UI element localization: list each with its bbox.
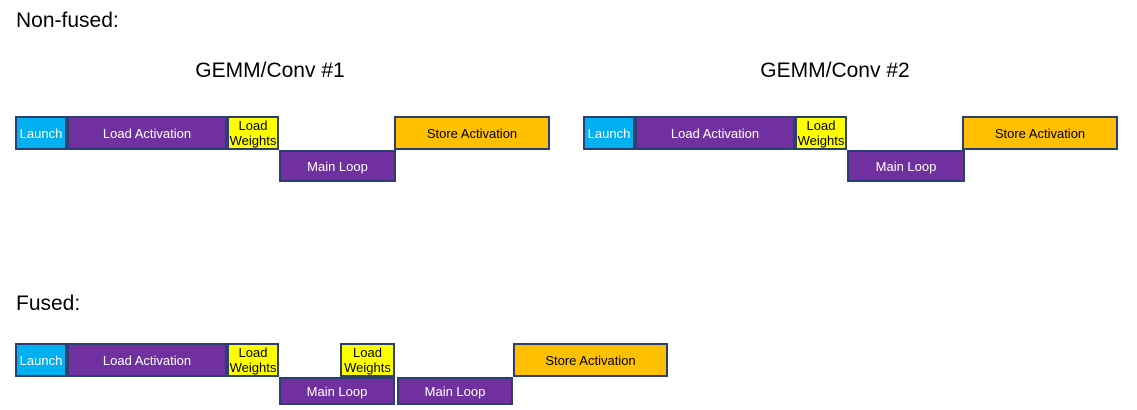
fused-store-activation-block: Store Activation [513, 343, 668, 377]
nonfused1-store-activation-block: Store Activation [394, 116, 550, 150]
fused-main-loop-2-block: Main Loop [397, 377, 513, 405]
nonfused1-main-loop-block: Main Loop [279, 150, 396, 182]
nonfused2-load-activation-block: Load Activation [635, 116, 795, 150]
nonfused2-main-loop-block: Main Loop [847, 150, 965, 182]
fused-load-weights-2-block: Load Weights [340, 343, 395, 377]
gemm-conv-1-title: GEMM/Conv #1 [195, 59, 345, 82]
load-weights-label: Load Weights [797, 118, 845, 148]
nonfused2-load-weights-block: Load Weights [795, 116, 847, 150]
fused-section-label: Fused: [16, 292, 81, 315]
nonfused2-store-activation-block: Store Activation [962, 116, 1118, 150]
fused-load-activation-block: Load Activation [67, 343, 227, 377]
nonfused1-load-activation-block: Load Activation [67, 116, 227, 150]
gemm-conv-2-title: GEMM/Conv #2 [760, 59, 910, 82]
non-fused-section-label: Non-fused: [16, 9, 119, 32]
nonfused1-load-weights-block: Load Weights [227, 116, 279, 150]
nonfused1-launch-block: Launch [15, 116, 67, 150]
nonfused2-launch-block: Launch [583, 116, 635, 150]
load-weights-label: Load Weights [229, 345, 277, 375]
fused-load-weights-1-block: Load Weights [227, 343, 279, 377]
load-weights-label: Load Weights [229, 118, 277, 148]
fused-launch-block: Launch [15, 343, 67, 377]
fused-main-loop-1-block: Main Loop [279, 377, 395, 405]
load-weights-label: Load Weights [344, 345, 391, 375]
